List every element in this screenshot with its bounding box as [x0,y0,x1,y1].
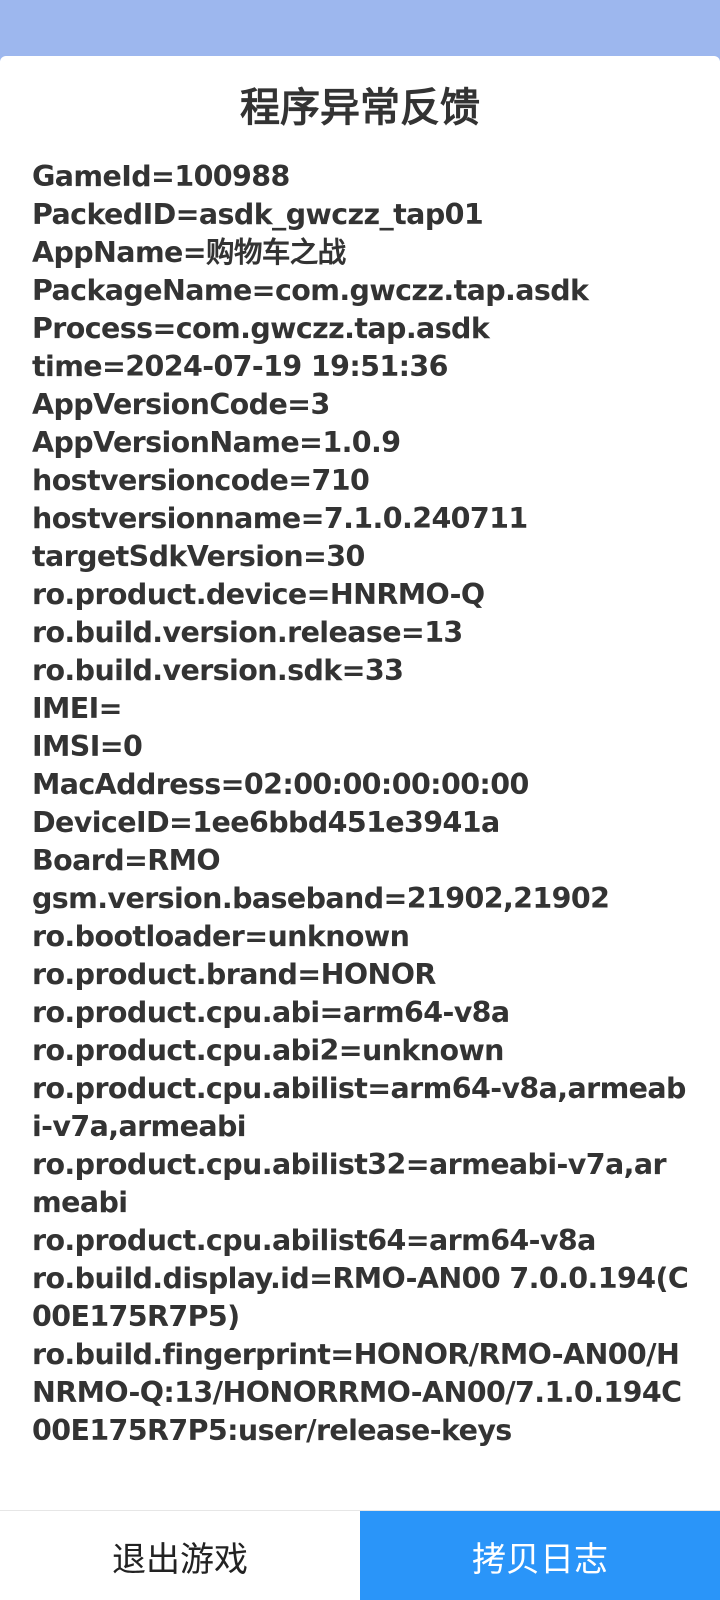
dialog-title: 程序异常反馈 [240,85,480,131]
log-line: ro.product.cpu.abilist32=armeabi-v7a,arm… [32,1148,667,1219]
log-line: hostversioncode=710 [32,464,370,497]
log-line: ro.build.version.release=13 [32,616,463,649]
log-line: ro.build.fingerprint=HONOR/RMO-AN00/HNRM… [32,1338,682,1447]
log-line: IMEI= [32,692,123,725]
copy-log-button[interactable]: 拷贝日志 [360,1511,720,1600]
log-line: PackageName=com.gwczz.tap.asdk [32,274,589,307]
dialog-button-row: 退出游戏 拷贝日志 [0,1510,720,1600]
log-line: ro.product.cpu.abi2=unknown [32,1034,504,1067]
log-line: MacAddress=02:00:00:00:00:00 [32,768,529,801]
crash-feedback-dialog: 程序异常反馈 GameId=100988 PackedID=asdk_gwczz… [0,56,720,1600]
exit-game-button[interactable]: 退出游戏 [0,1511,360,1600]
crash-log-text[interactable]: GameId=100988 PackedID=asdk_gwczz_tap01 … [32,158,692,1538]
log-line: IMSI=0 [32,730,143,763]
log-line: AppVersionName=1.0.9 [32,426,401,459]
log-line: Process=com.gwczz.tap.asdk [32,312,490,345]
log-line: time=2024-07-19 19:51:36 [32,350,449,383]
log-line: ro.build.display.id=RMO-AN00 7.0.0.194(C… [32,1262,689,1333]
log-line: hostversionname=7.1.0.240711 [32,502,528,535]
log-line: ro.product.cpu.abilist=arm64-v8a,armeabi… [32,1072,686,1143]
log-line: gsm.version.baseband=21902,21902 [32,882,610,915]
log-line: ro.bootloader=unknown [32,920,410,953]
log-line: Board=RMO [32,844,221,877]
log-line: AppVersionCode=3 [32,388,330,421]
log-line: ro.product.brand=HONOR [32,958,436,991]
log-line: PackedID=asdk_gwczz_tap01 [32,198,484,231]
log-line: DeviceID=1ee6bbd451e3941a [32,806,500,839]
log-line: ro.product.device=HNRMO-Q [32,578,485,611]
log-line: ro.product.cpu.abi=arm64-v8a [32,996,510,1029]
top-status-area [0,0,720,56]
log-line: ro.build.version.sdk=33 [32,654,404,687]
log-line: ro.product.cpu.abilist64=arm64-v8a [32,1224,596,1257]
log-line: AppName=购物车之战 [32,236,346,269]
log-line: targetSdkVersion=30 [32,540,365,573]
log-line: GameId=100988 [32,160,290,193]
